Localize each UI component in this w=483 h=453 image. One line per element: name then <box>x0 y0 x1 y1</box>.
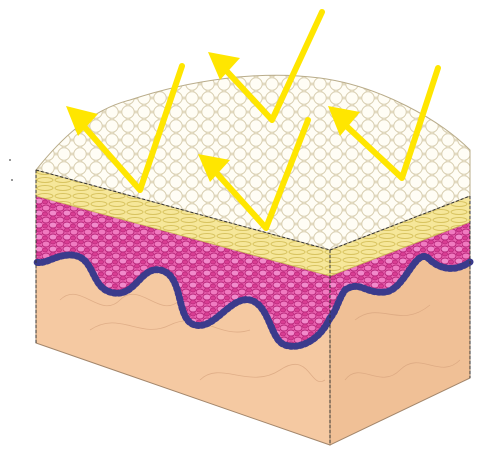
arrowhead-icon <box>208 52 240 80</box>
speck-marks <box>9 159 13 181</box>
